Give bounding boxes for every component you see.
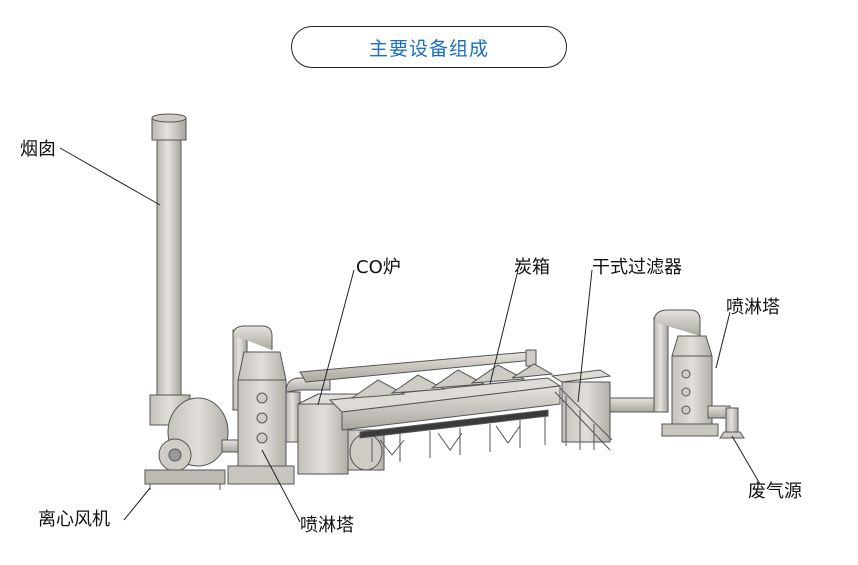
leader-spray-tower-left <box>261 449 301 523</box>
title-pill: 主要设备组成 <box>291 26 567 68</box>
label-spray-tower-left: 喷淋塔 <box>300 515 354 536</box>
label-waste-gas-source: 废气源 <box>748 481 802 502</box>
leader-lines <box>59 147 761 523</box>
carbon-box-group <box>328 363 562 462</box>
leader-fan <box>123 487 151 521</box>
label-co-furnace: CO炉 <box>356 257 401 278</box>
dry-filter <box>550 369 613 451</box>
leader-waste-gas <box>731 435 761 485</box>
page-title: 主要设备组成 <box>368 37 489 60</box>
leader-chimney <box>59 147 161 206</box>
spray-tower-right <box>661 335 745 439</box>
top-duct <box>299 349 537 383</box>
label-spray-tower-right: 喷淋塔 <box>726 297 780 318</box>
connecting-pipe <box>609 309 701 413</box>
label-fan: 离心风机 <box>38 509 110 530</box>
chimney <box>151 113 187 401</box>
leader-spray-tower-right <box>715 311 731 369</box>
label-carbon-box: 炭箱 <box>514 257 550 278</box>
spray-tower-left <box>227 325 331 485</box>
leader-co-furnace <box>317 269 355 406</box>
label-dry-filter: 干式过滤器 <box>592 257 682 278</box>
leader-carbon-box <box>489 269 519 385</box>
centrifugal-fan <box>144 394 243 490</box>
label-chimney: 烟囱 <box>20 139 56 160</box>
leader-dry-filter <box>577 269 593 403</box>
co-furnace <box>297 393 385 475</box>
